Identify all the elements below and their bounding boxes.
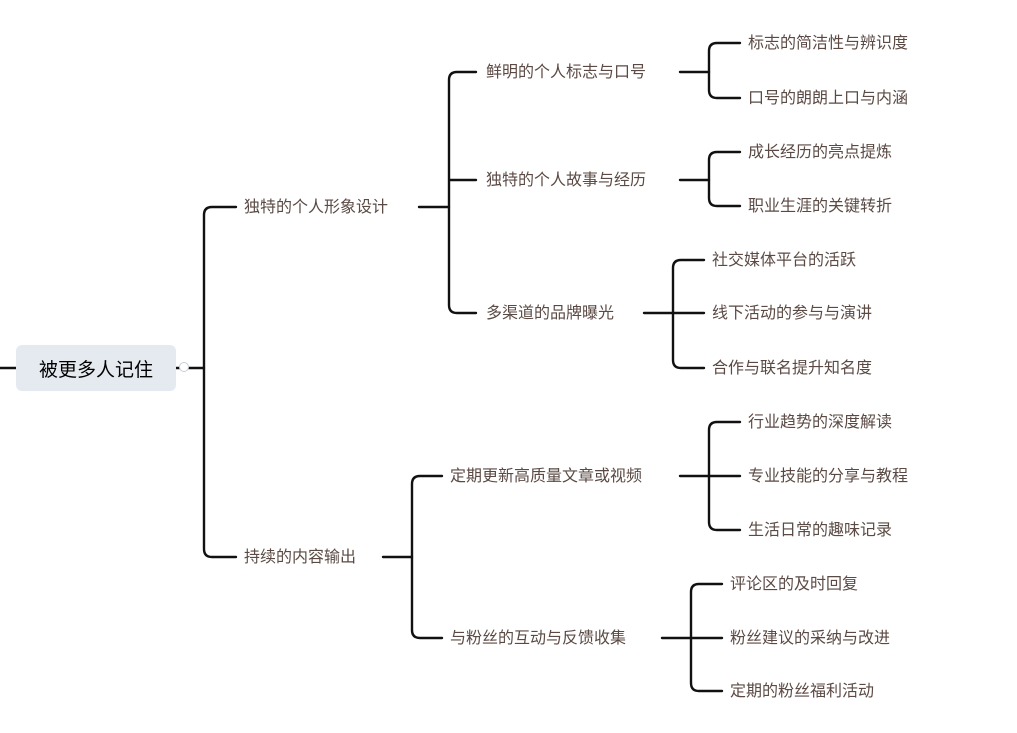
collapse-handle-icon[interactable] <box>179 362 189 372</box>
branch-topic-1[interactable]: 独特的个人形象设计 <box>242 197 391 217</box>
sub-1-3-bracket <box>671 258 706 370</box>
subtopic-1-2[interactable]: 独特的个人故事与经历 <box>484 170 649 190</box>
subtopic-2-2[interactable]: 与粉丝的互动与反馈收集 <box>448 628 629 648</box>
sub-1-1-bracket <box>707 41 742 100</box>
leaf-topic[interactable]: 口号的朗朗上口与内涵 <box>746 88 911 108</box>
sub-2-2-bracket <box>689 582 724 693</box>
level1-bracket <box>202 205 238 559</box>
branch-topic-2[interactable]: 持续的内容输出 <box>242 547 359 567</box>
root-topic-label: 被更多人记住 <box>38 358 153 381</box>
branch2-bracket <box>410 474 444 640</box>
sub-1-2-bracket <box>707 150 742 208</box>
subtopic-1-1[interactable]: 鲜明的个人标志与口号 <box>484 62 649 82</box>
leaf-topic[interactable]: 线下活动的参与与演讲 <box>710 303 875 323</box>
leaf-topic[interactable]: 标志的简洁性与辨识度 <box>746 33 911 53</box>
leaf-topic[interactable]: 社交媒体平台的活跃 <box>710 250 859 270</box>
leaf-topic[interactable]: 定期的粉丝福利活动 <box>728 681 877 701</box>
subtopic-1-3[interactable]: 多渠道的品牌曝光 <box>484 303 617 323</box>
leaf-topic[interactable]: 合作与联名提升知名度 <box>710 358 875 378</box>
leaf-topic[interactable]: 成长经历的亮点提炼 <box>746 142 895 162</box>
leaf-topic[interactable]: 评论区的及时回复 <box>728 574 861 594</box>
subtopic-2-1[interactable]: 定期更新高质量文章或视频 <box>448 466 645 486</box>
leaf-topic[interactable]: 职业生涯的关键转折 <box>746 196 895 216</box>
root-topic[interactable]: 被更多人记住 <box>16 345 176 391</box>
leaf-topic[interactable]: 粉丝建议的采纳与改进 <box>728 628 893 648</box>
branch1-bracket <box>447 70 478 315</box>
leaf-topic[interactable]: 行业趋势的深度解读 <box>746 412 895 432</box>
leaf-topic[interactable]: 生活日常的趣味记录 <box>746 520 895 540</box>
sub-2-1-bracket <box>707 420 742 532</box>
leaf-topic[interactable]: 专业技能的分享与教程 <box>746 466 911 486</box>
